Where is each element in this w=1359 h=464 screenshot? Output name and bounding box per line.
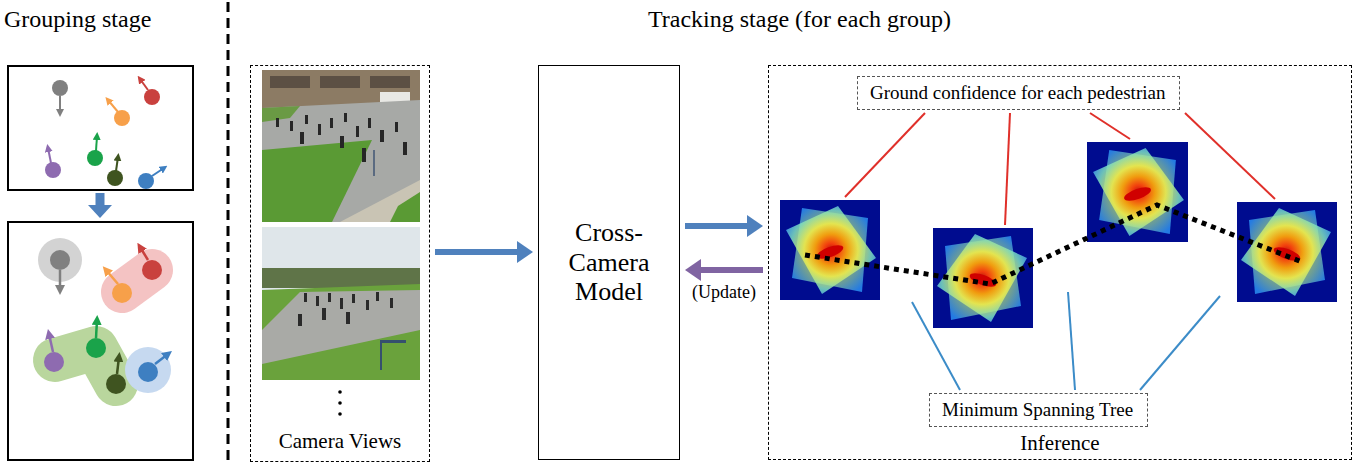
input-panel: Camera Views (250, 65, 430, 462)
camera-image (262, 70, 420, 222)
flow-arrow (685, 259, 763, 281)
stage-heading: Tracking stage (for each group) (648, 6, 951, 34)
node-text: Cross- Camera Model (543, 218, 675, 308)
stage-divider (227, 2, 230, 464)
callout-box: Minimum Spanning Tree (929, 393, 1148, 427)
model-box: Cross- Camera Model (538, 65, 680, 460)
group-plot (8, 222, 193, 460)
flow-arrow (435, 241, 533, 263)
arrow-head (685, 259, 701, 281)
flow-arrow (685, 215, 763, 237)
arrow-shaft (685, 223, 749, 229)
more-views-dots (338, 390, 342, 416)
arrow-shaft (435, 249, 519, 255)
node-text: Ground confidence for each pedestrian (870, 82, 1165, 104)
camera-image (262, 227, 420, 380)
edge-label: (Update) (691, 282, 757, 303)
leader-line (912, 292, 1220, 390)
stage-heading: Grouping stage (4, 6, 151, 34)
node-text: Inference (1020, 431, 1099, 455)
flow-arrow (96, 193, 105, 206)
pedestrian-plot (8, 66, 193, 190)
flow-arrow-head (88, 205, 112, 218)
arrow-shaft (699, 267, 763, 273)
arrow-head (517, 241, 533, 263)
callout-box: Ground confidence for each pedestrian (857, 76, 1180, 110)
spanning-tree-path (805, 205, 1302, 284)
ground-heatmap (780, 142, 1337, 328)
inference-panel: Inference Ground confidence for each pede… (768, 65, 1352, 460)
node-text: Minimum Spanning Tree (942, 399, 1133, 421)
node-text: Camera Views (279, 429, 402, 453)
arrow-head (747, 215, 763, 237)
leader-line (845, 113, 1275, 225)
